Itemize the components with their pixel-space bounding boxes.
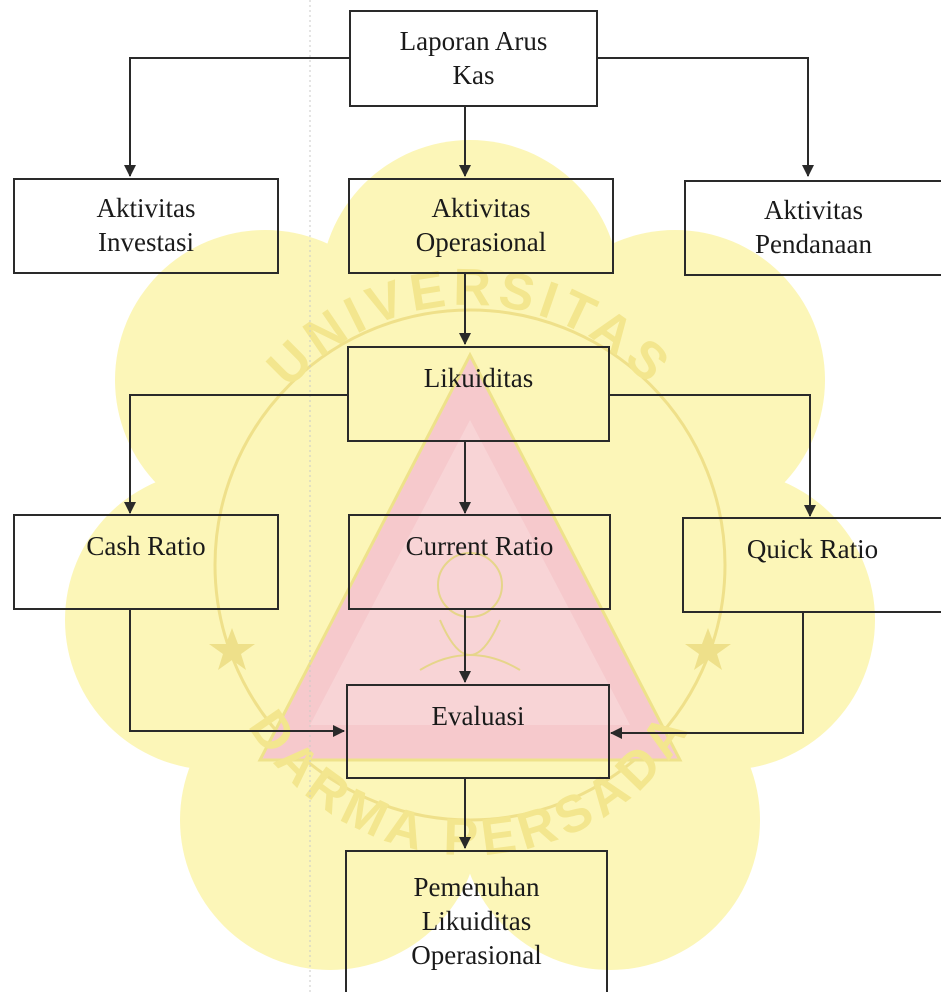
node-cash-ratio-label: Cash Ratio	[86, 531, 206, 561]
connector-quick-ratio-to-evaluation	[610, 612, 804, 739]
node-quick-ratio: Quick Ratio	[682, 517, 941, 613]
seal-ring	[213, 308, 727, 822]
connector-liquidity-to-cash-ratio	[124, 394, 348, 514]
node-operating-activities-label: Aktivitas Operasional	[415, 193, 547, 257]
node-operating-activities: Aktivitas Operasional	[348, 178, 614, 274]
seal-stars	[209, 628, 731, 670]
node-operational-liquidity-fulfillment: Pemenuhan Likuiditas Operasional	[345, 850, 608, 992]
node-cash-flow-report-label: Laporan Arus Kas	[399, 25, 548, 90]
node-quick-ratio-label: Quick Ratio	[746, 534, 879, 564]
connector-report-to-financing	[597, 57, 814, 177]
connector-cash-ratio-to-evaluation	[129, 609, 345, 737]
node-evaluation-label: Evaluasi	[431, 701, 525, 731]
node-current-ratio: Current Ratio	[348, 514, 611, 610]
node-liquidity-label: Likuiditas	[423, 363, 534, 393]
node-operational-liquidity-fulfillment-label: Pemenuhan Likuiditas Operasional	[411, 872, 542, 970]
node-current-ratio-label: Current Ratio	[405, 531, 554, 561]
connector-report-to-investing	[124, 57, 350, 177]
node-investing-activities: Aktivitas Investasi	[13, 178, 279, 274]
node-evaluation: Evaluasi	[346, 684, 610, 779]
node-investing-activities-label: Aktivitas Investasi	[96, 193, 196, 257]
seal-figure	[419, 552, 521, 671]
node-financing-activities-label: Aktivitas Pendanaan	[755, 195, 872, 259]
connector-liquidity-to-quick-ratio	[609, 394, 816, 517]
node-cash-ratio: Cash Ratio	[13, 514, 279, 610]
node-liquidity: Likuiditas	[347, 346, 610, 442]
node-financing-activities: Aktivitas Pendanaan	[684, 180, 941, 276]
node-cash-flow-report: Laporan Arus Kas	[349, 10, 598, 107]
seal-triangle-inner	[310, 420, 630, 725]
